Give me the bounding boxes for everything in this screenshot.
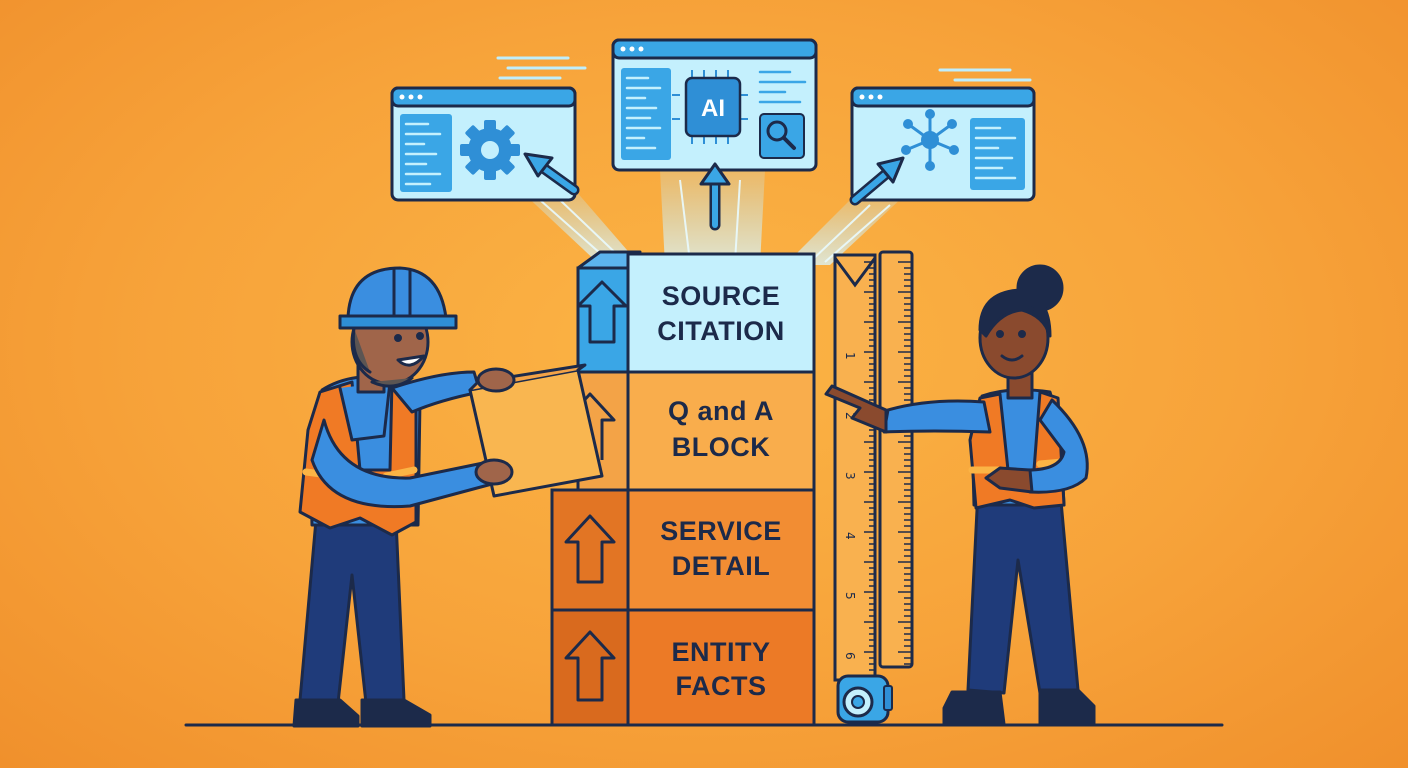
measuring-tape: 1 2 3 4 5 6 [833, 250, 914, 724]
ai-badge-text: AI [701, 95, 725, 122]
block-label-line1: SOURCE [662, 281, 781, 311]
block-label-line2: DETAIL [672, 551, 771, 581]
ruler-numbers: 1 2 3 4 5 6 [843, 352, 857, 660]
ruler-mark: 4 [843, 532, 857, 540]
block-label-line2: BLOCK [672, 432, 771, 462]
arrow-up-icon [576, 280, 628, 344]
arrow-up-icon [564, 630, 616, 702]
gear-icon [460, 120, 520, 180]
ruler-mark: 6 [843, 652, 857, 660]
ruler-mark: 2 [843, 412, 857, 420]
magnifier-icon [759, 113, 805, 159]
ai-chip-icon: AI [672, 70, 748, 144]
arrow-up-icon [564, 514, 616, 584]
arrow-up-icon [523, 152, 580, 196]
motion-lines [496, 56, 1032, 82]
block-stack: ENTITY FACTS SERVICE DETAIL Q and A BLOC… [550, 250, 816, 727]
block-source-citation: SOURCE CITATION [576, 250, 816, 374]
block-label-line1: Q and A [668, 396, 774, 426]
worker-man [292, 266, 604, 728]
block-label-line2: FACTS [675, 671, 766, 701]
block-q-and-a: Q and A BLOCK [564, 370, 816, 492]
ruler-mark: 3 [843, 472, 857, 480]
ruler-mark: 1 [843, 352, 857, 360]
network-icon [901, 109, 959, 171]
block-label-line1: ENTITY [671, 637, 770, 667]
window-ai-search: AI [611, 38, 818, 231]
tape-case [836, 674, 893, 724]
arrow-up-icon [699, 162, 731, 231]
block-label-line1: SERVICE [660, 516, 782, 546]
ruler-mark: 5 [843, 592, 857, 600]
worker-woman [824, 264, 1096, 726]
block-entity-facts: ENTITY FACTS [550, 608, 816, 727]
block-service-detail: SERVICE DETAIL [550, 488, 816, 612]
window-settings [390, 86, 580, 202]
arrow-up-icon [849, 156, 905, 206]
block-label-line2: CITATION [657, 316, 784, 346]
window-network [849, 86, 1036, 206]
